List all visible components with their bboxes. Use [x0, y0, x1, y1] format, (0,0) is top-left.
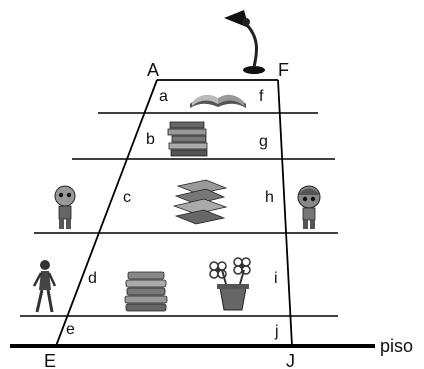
segment-label-j: j	[274, 323, 279, 340]
figurine-icon-right	[297, 185, 321, 229]
right-side-fj	[277, 79, 293, 347]
vertex-label-j: J	[286, 351, 295, 369]
book-stack-icon-middle	[172, 179, 228, 225]
floor-label: piso	[380, 336, 413, 356]
segment-label-c: c	[123, 189, 131, 206]
flower-pot-icon	[209, 257, 251, 311]
open-book-icon	[190, 94, 246, 108]
segment-label-b: b	[146, 131, 155, 148]
segment-label-h: h	[265, 189, 274, 206]
segment-label-d: d	[88, 270, 97, 287]
segment-label-e: e	[66, 321, 75, 338]
left-side-ae	[55, 79, 158, 347]
figurine-icon-left	[54, 185, 76, 229]
vertex-label-e: E	[44, 351, 56, 369]
vertex-label-f: F	[278, 60, 289, 80]
segment-label-i: i	[274, 270, 278, 287]
segment-label-a: a	[159, 88, 168, 105]
book-stack-icon-upper	[167, 121, 208, 157]
segment-label-f: f	[259, 88, 264, 105]
desk-lamp-icon	[224, 10, 265, 74]
vertex-label-a: A	[147, 60, 159, 80]
book-stack-icon-lower	[124, 271, 168, 312]
action-figure-icon	[32, 260, 57, 313]
segment-label-g: g	[259, 133, 268, 150]
